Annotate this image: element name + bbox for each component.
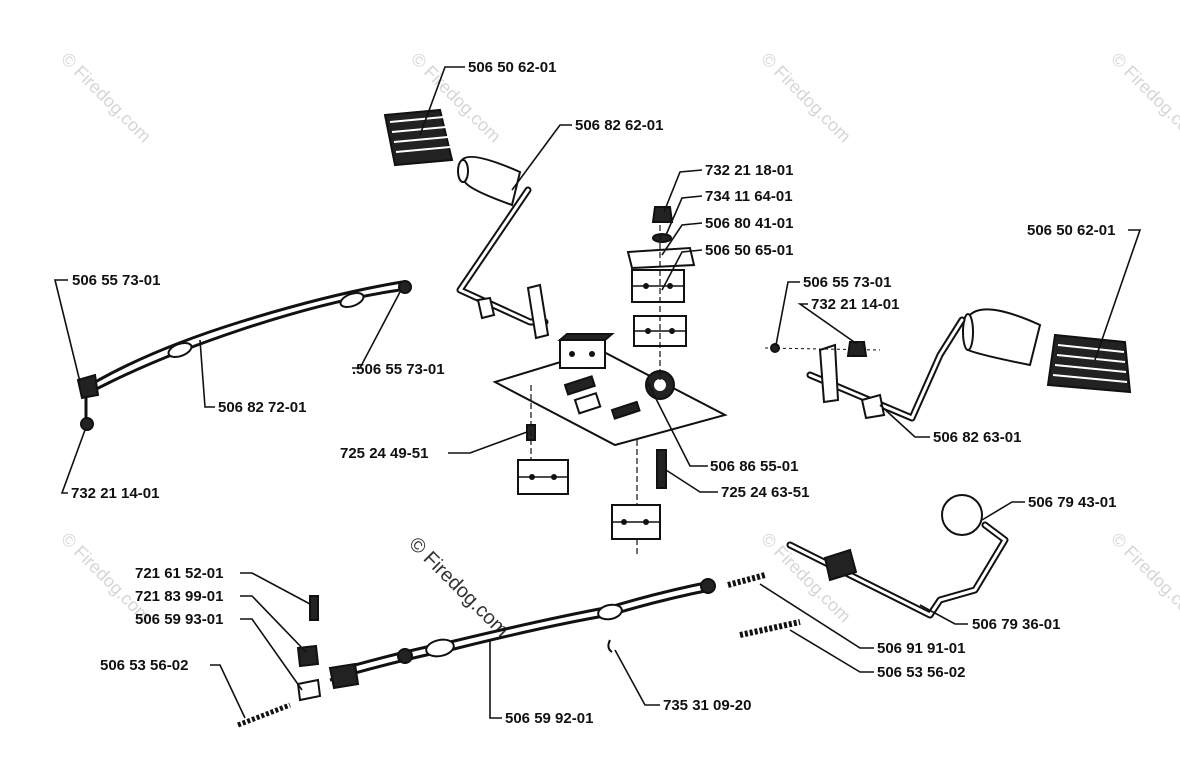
right-pedal-rod	[806, 316, 966, 422]
part-label-725-24-63-51: 725 24 63-51	[721, 484, 809, 501]
left-cable	[76, 280, 412, 431]
lower-clamp-blocks	[517, 459, 661, 540]
part-label-506-53-56-02-left: 506 53 56-02	[100, 657, 188, 674]
throttle-lever	[786, 494, 1009, 619]
part-label-506-55-73-01-left: 506 55 73-01	[72, 272, 160, 289]
part-label-732-21-18-01: 732 21 18-01	[705, 162, 793, 179]
part-label-725-24-49-51: 725 24 49-51	[340, 445, 428, 462]
watermark: © Firedog.com	[1107, 529, 1180, 627]
lower-left-small-parts	[237, 595, 322, 728]
right-pedal-sleeve	[962, 308, 1042, 367]
part-label-506-53-56-02-right: 506 53 56-02	[877, 664, 965, 681]
part-label-721-61-52-01: 721 61 52-01	[135, 565, 223, 582]
right-pedal-pad	[1046, 333, 1132, 394]
part-label-735-31-09-20: 735 31 09-20	[663, 697, 751, 714]
part-label-506-55-73-01-cable-end: .506 55 73-01	[352, 361, 445, 378]
watermark: © Firedog.com	[57, 49, 155, 147]
part-label-506-50-65-01: 506 50 65-01	[705, 242, 793, 259]
leader-lines	[53, 66, 1142, 719]
part-labels: 506 50 62-01 506 82 62-01 732 21 18-01 7…	[71, 59, 1116, 727]
springs	[607, 572, 801, 653]
right-small-hardware	[764, 341, 881, 357]
left-pedal-sleeve	[457, 155, 522, 207]
part-label-506-91-91-01: 506 91 91-01	[877, 640, 965, 657]
part-label-506-79-43-01: 506 79 43-01	[1028, 494, 1116, 511]
part-label-506-86-55-01: 506 86 55-01	[710, 458, 798, 475]
part-label-732-21-14-01-right: 732 21 14-01	[811, 296, 899, 313]
left-pedal-rod	[456, 186, 550, 340]
part-label-506-50-62-01-left: 506 50 62-01	[468, 59, 556, 76]
watermark: © Firedog.com	[757, 49, 855, 147]
part-label-506-82-63-01: 506 82 63-01	[933, 429, 1021, 446]
part-label-732-21-14-01-left: 732 21 14-01	[71, 485, 159, 502]
part-label-506-82-62-01: 506 82 62-01	[575, 117, 663, 134]
part-label-506-80-41-01: 506 80 41-01	[705, 215, 793, 232]
lower-cable	[328, 578, 716, 690]
left-pedal-pad	[383, 108, 454, 167]
part-label-721-83-99-01: 721 83 99-01	[135, 588, 223, 605]
part-label-506-50-62-01-right: 506 50 62-01	[1027, 222, 1115, 239]
watermark-center: © Firedog.com	[404, 533, 513, 642]
part-label-506-55-73-01-right: 506 55 73-01	[803, 274, 891, 291]
part-label-734-11-64-01: 734 11 64-01	[705, 188, 793, 205]
upper-hardware-stack	[626, 206, 696, 380]
watermark: © Firedog.com	[1107, 49, 1180, 147]
part-label-506-82-72-01: 506 82 72-01	[218, 399, 306, 416]
part-label-506-79-36-01: 506 79 36-01	[972, 616, 1060, 633]
part-label-506-59-92-01: 506 59 92-01	[505, 710, 593, 727]
part-label-506-59-93-01: 506 59 93-01	[135, 611, 223, 628]
